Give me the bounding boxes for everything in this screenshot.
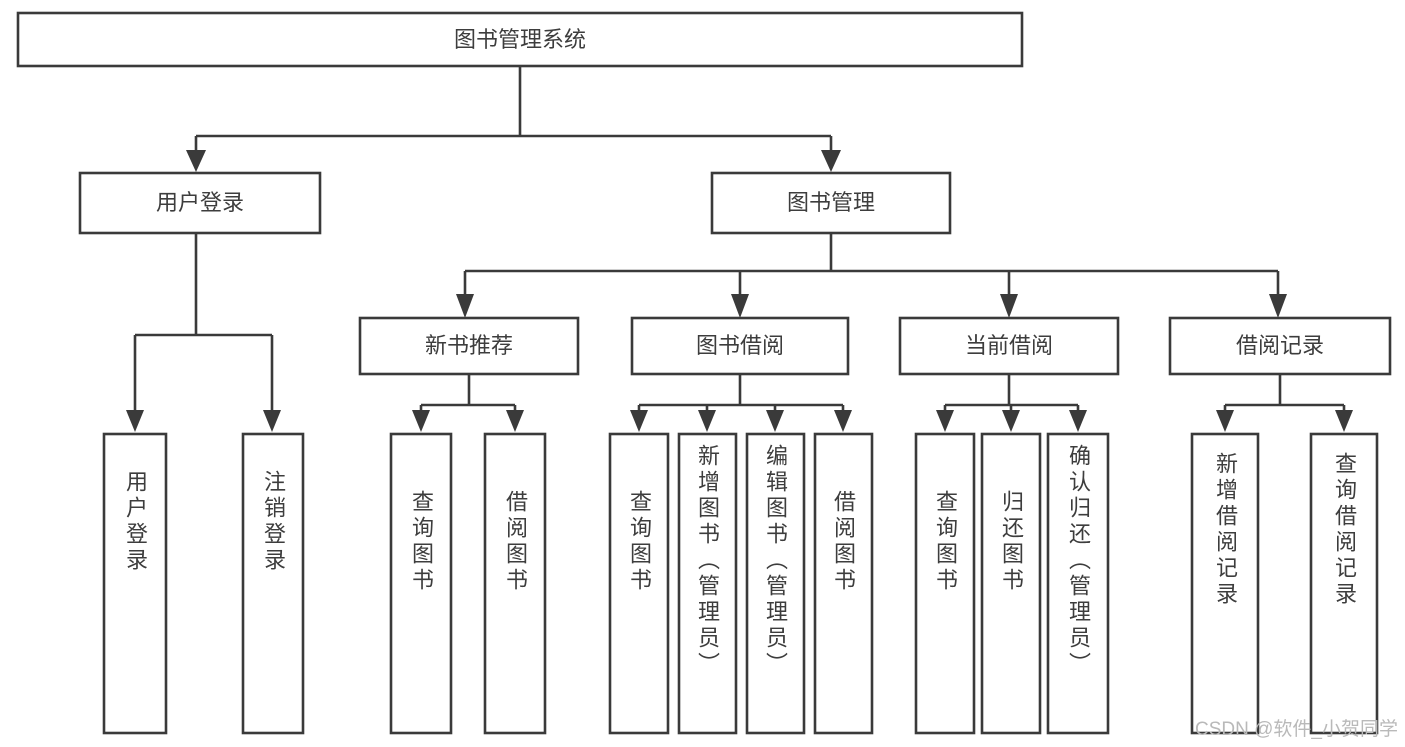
arrow-head-leaf-borrow-book-1 xyxy=(506,410,524,432)
arrow-head-leaf-edit-book xyxy=(766,410,784,432)
leaf-edit-book-box[interactable] xyxy=(745,432,806,735)
node-new-book-recommend-box[interactable] xyxy=(358,316,580,376)
leaf-query-book-3-box[interactable] xyxy=(914,432,976,735)
node-current-borrow-label: 当前借阅 xyxy=(965,333,1053,358)
leaf-add-record-box[interactable] xyxy=(1190,432,1260,735)
connector-layer xyxy=(126,66,1353,432)
leaf-borrow-book-1-box[interactable] xyxy=(483,432,547,735)
arrow-head-leaf-query-book-3 xyxy=(936,410,954,432)
leaf-user-login-box[interactable] xyxy=(102,432,168,735)
arrow-head-leaf-query-record xyxy=(1335,410,1353,432)
leaf-borrow-book-1[interactable] xyxy=(483,432,547,735)
leaf-query-book-1[interactable] xyxy=(389,432,453,735)
arrow-head-leaf-return-book xyxy=(1002,410,1020,432)
node-borrow-record[interactable]: 借阅记录 xyxy=(1168,316,1392,376)
node-root[interactable]: 图书管理系统 xyxy=(16,11,1024,68)
arrow-head-leaf-user-login xyxy=(126,410,144,432)
arrow-head-user-login xyxy=(186,150,206,172)
node-current-borrow[interactable]: 当前借阅 xyxy=(898,316,1120,376)
arrow-head-current-borrow xyxy=(1000,294,1018,318)
leaf-return-book-box[interactable] xyxy=(980,432,1042,735)
leaf-query-book-2-box[interactable] xyxy=(608,432,670,735)
arrow-head-leaf-query-book-2 xyxy=(630,410,648,432)
arrow-head-book-borrow xyxy=(731,294,749,318)
leaf-logout-login[interactable] xyxy=(241,432,305,735)
arrow-head-book-manage xyxy=(821,150,841,172)
leaf-add-book[interactable] xyxy=(677,432,738,735)
leaf-borrow-book-2-box[interactable] xyxy=(813,432,874,735)
arrow-head-leaf-query-book-1 xyxy=(412,410,430,432)
arrow-head-borrow-record xyxy=(1269,294,1287,318)
leaf-add-book-box[interactable] xyxy=(677,432,738,735)
leaf-query-record[interactable] xyxy=(1309,432,1379,735)
leaf-confirm-return[interactable] xyxy=(1046,432,1110,735)
node-root-label: 图书管理系统 xyxy=(454,27,586,52)
leaf-add-record[interactable] xyxy=(1190,432,1260,735)
leaf-query-book-2[interactable] xyxy=(608,432,670,735)
node-user-login-box[interactable] xyxy=(78,171,322,235)
node-book-manage-box[interactable] xyxy=(710,171,952,235)
leaf-query-record-box[interactable] xyxy=(1309,432,1379,735)
leaf-user-login[interactable] xyxy=(102,432,168,735)
node-book-borrow-label: 图书借阅 xyxy=(696,333,784,358)
leaf-confirm-return-box[interactable] xyxy=(1046,432,1110,735)
node-book-manage[interactable]: 图书管理 xyxy=(710,171,952,235)
node-user-login-label: 用户登录 xyxy=(156,190,244,215)
leaf-logout-login-box[interactable] xyxy=(241,432,305,735)
leaf-query-book-1-box[interactable] xyxy=(389,432,453,735)
arrow-head-new-book-recommend xyxy=(456,294,474,318)
node-new-book-recommend-label: 新书推荐 xyxy=(425,333,513,358)
node-borrow-record-box[interactable] xyxy=(1168,316,1392,376)
leaf-return-book[interactable] xyxy=(980,432,1042,735)
arrow-head-leaf-logout-login xyxy=(263,410,281,432)
node-borrow-record-label: 借阅记录 xyxy=(1236,333,1324,358)
node-root-box[interactable] xyxy=(16,11,1024,68)
leaf-edit-book[interactable] xyxy=(745,432,806,735)
node-user-login[interactable]: 用户登录 xyxy=(78,171,322,235)
node-book-borrow[interactable]: 图书借阅 xyxy=(630,316,850,376)
arrow-head-leaf-add-record xyxy=(1216,410,1234,432)
arrow-head-leaf-borrow-book-2 xyxy=(834,410,852,432)
node-book-borrow-box[interactable] xyxy=(630,316,850,376)
arrow-head-leaf-add-book xyxy=(698,410,716,432)
arrow-head-leaf-confirm-return xyxy=(1069,410,1087,432)
node-new-book-recommend[interactable]: 新书推荐 xyxy=(358,316,580,376)
watermark-label: CSDN @软件_小贺同学 xyxy=(1195,718,1398,740)
leaf-borrow-book-2[interactable] xyxy=(813,432,874,735)
leaf-query-book-3[interactable] xyxy=(914,432,976,735)
node-book-manage-label: 图书管理 xyxy=(787,190,875,215)
node-current-borrow-box[interactable] xyxy=(898,316,1120,376)
